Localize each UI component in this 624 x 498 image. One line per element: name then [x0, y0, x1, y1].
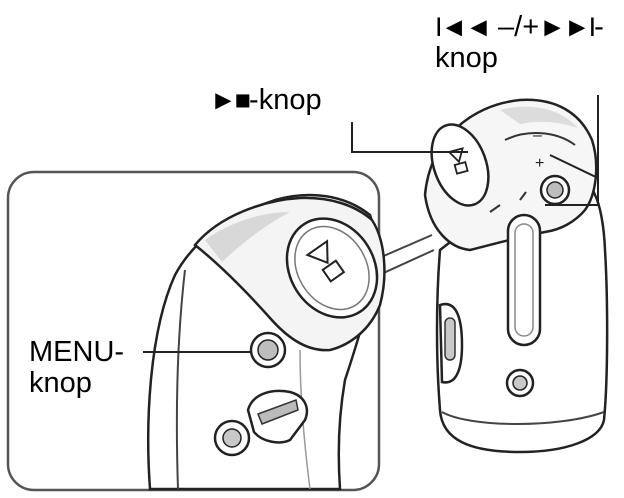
- device-skip-plus: +: [535, 155, 544, 172]
- menu-label-line2: knop: [29, 367, 92, 399]
- inset-play-stop-symbol: [305, 239, 346, 283]
- device-lower-button-inner: [512, 375, 528, 391]
- device-cap-shade: [500, 106, 578, 128]
- device-play-stop-button: [430, 123, 490, 207]
- skip-minus-plus-text: –/+: [489, 11, 540, 43]
- inset-hold-slot-inner: [257, 398, 299, 425]
- inset-menu-button-inner: [257, 339, 279, 361]
- skip-hyphen: -: [594, 11, 604, 43]
- device-skip-minus: –: [533, 127, 542, 144]
- device-play-stop-symbol: [447, 147, 469, 175]
- device-bottom-rim: [441, 411, 605, 425]
- device-window-slot: [506, 213, 542, 347]
- play-stop-label-text: -knop: [249, 84, 322, 116]
- menu-label-line1: MENU-: [29, 336, 125, 368]
- inset-lower-button-inner: [222, 428, 242, 448]
- inset-play-stop-button-inner: [294, 225, 370, 311]
- inset-side-seam: [175, 269, 186, 490]
- zoom-connector-top: [378, 234, 433, 259]
- device-skip-ring: [504, 132, 576, 146]
- skip-prev-symbol: I◄◄: [435, 12, 492, 42]
- inset-cap-shade: [205, 212, 290, 262]
- device-menu-button-inner: [546, 181, 564, 199]
- menu-button-label: MENU- knop: [29, 337, 124, 399]
- inset-play-stop-button: [285, 217, 379, 319]
- play-stop-button-label: ►■-knop: [210, 85, 322, 116]
- device-side-switch-knob: [444, 317, 456, 361]
- leader-play-stop: [351, 122, 468, 153]
- device-cap-marks: [489, 191, 527, 213]
- skip-next-symbol: ►►I: [539, 12, 596, 42]
- play-stop-symbols: ►■: [210, 85, 251, 115]
- inset-device: [147, 193, 386, 491]
- leader-skip-branch: [545, 178, 599, 206]
- skip-button-label: I◄◄ –/+►►I- knop: [435, 12, 604, 74]
- skip-knop-text: knop: [435, 42, 498, 74]
- zoom-connector-bottom: [378, 249, 435, 276]
- main-device: – +: [423, 98, 609, 454]
- device-window-slot-inner: [514, 223, 534, 337]
